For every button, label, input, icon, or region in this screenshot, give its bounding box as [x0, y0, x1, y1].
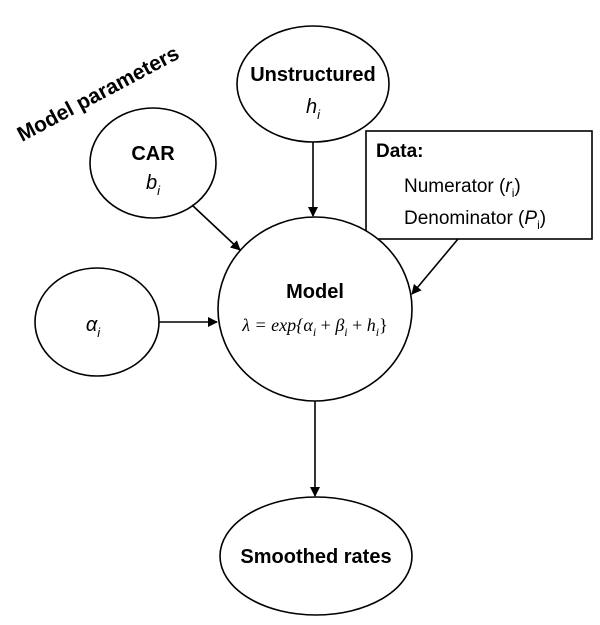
car-title: CAR: [131, 143, 175, 165]
smoothed-rates-node: Smoothed rates: [219, 496, 413, 616]
alpha-symbol: αi: [86, 314, 101, 340]
model-formula: λ = exp{αi + βi + hi}: [241, 315, 388, 339]
edge-car-to-model: [191, 204, 241, 251]
unstructured-title: Unstructured: [250, 64, 376, 86]
data-box: Data: Numerator (ri) Denominator (Pi): [365, 130, 593, 240]
alpha-node: αi: [34, 267, 160, 377]
unstructured-symbol: hi: [306, 96, 321, 122]
denominator-label: Denominator (Pi): [404, 208, 546, 232]
edge-data-to-model: [411, 238, 459, 295]
numerator-label: Numerator (ri): [404, 176, 521, 200]
data-heading: Data:: [376, 141, 424, 162]
car-symbol: bi: [146, 172, 161, 198]
model-title: Model: [286, 281, 344, 303]
car-node: CAR bi: [89, 107, 217, 219]
unstructured-node: Unstructured hi: [236, 25, 390, 143]
model-node: Model λ = exp{αi + βi + hi}: [217, 216, 413, 402]
smoothed-rates-title: Smoothed rates: [240, 546, 391, 568]
